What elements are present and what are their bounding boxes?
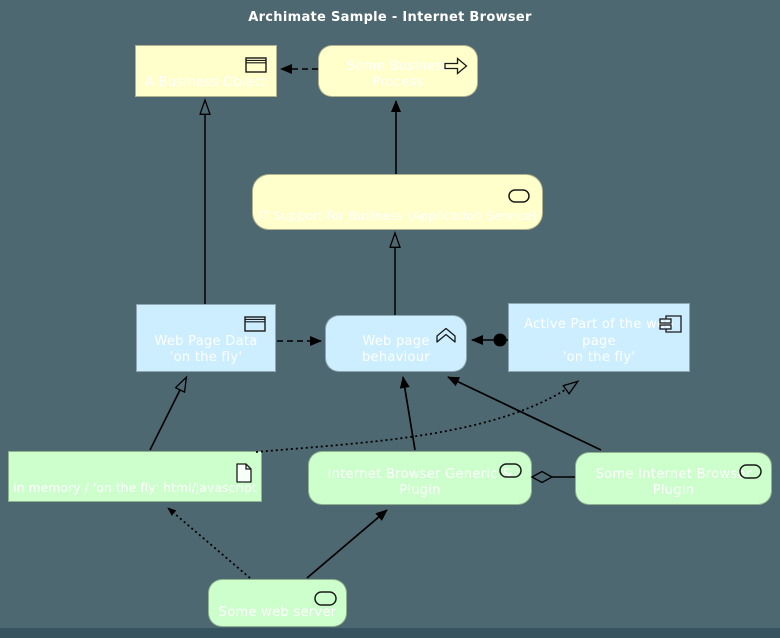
- node-label: Some Business Process: [346, 58, 450, 90]
- node-label: Active Part of the web page 'on the fly': [524, 317, 674, 365]
- assignment-ball: [493, 333, 507, 347]
- artifact-icon: [236, 463, 252, 483]
- rel-server-serves-browser[interactable]: [306, 509, 388, 579]
- node-label: Web Page Data 'on the fly': [154, 333, 258, 365]
- node-browser-plugin[interactable]: Some Internet Browser Plugin: [575, 452, 772, 505]
- component-icon: [659, 315, 682, 333]
- node-business-object[interactable]: A Business Object: [135, 45, 277, 97]
- node-active-part[interactable]: Active Part of the web page 'on the fly': [508, 303, 690, 372]
- node-web-page-behaviour[interactable]: Web page behaviour: [325, 315, 467, 372]
- node-business-process[interactable]: Some Business Process: [318, 45, 478, 97]
- node-internet-browser[interactable]: Internet Browser Generic & Plugin: [308, 451, 532, 505]
- node-label: Some Internet Browser Plugin: [595, 466, 752, 498]
- node-label: A Business Object: [145, 74, 267, 90]
- function-icon: [435, 327, 457, 343]
- node-label: Internet Browser Generic & Plugin: [327, 466, 513, 498]
- node-label: IT Support for Business (Application Ser…: [258, 208, 537, 223]
- rel-plugin-serves-behaviour[interactable]: [447, 376, 602, 451]
- node-application-service[interactable]: IT Support for Business (Application Ser…: [252, 174, 543, 230]
- rel-html-realizes-activepart[interactable]: [255, 382, 577, 453]
- process-icon: [444, 57, 468, 75]
- node-label: in memory / 'on the fly' html/javascript: [13, 480, 257, 495]
- data-object-icon: [244, 316, 266, 332]
- business-object-icon: [245, 57, 267, 73]
- node-web-page-data[interactable]: Web Page Data 'on the fly': [136, 304, 276, 372]
- system-software-icon: [739, 464, 762, 479]
- node-label: Web page behaviour: [362, 333, 430, 365]
- rel-server-accesses-html[interactable]: [167, 507, 251, 579]
- system-software-icon: [314, 591, 337, 606]
- node-label: Some web server: [218, 604, 337, 620]
- diagram-title: Archimate Sample - Internet Browser: [248, 10, 532, 25]
- system-software-icon: [499, 463, 522, 478]
- node-web-server[interactable]: Some web server: [208, 579, 347, 627]
- bottom-strip: [0, 628, 780, 638]
- rel-html-realizes-data[interactable]: [149, 378, 186, 451]
- aggregation-diamond: [530, 470, 554, 484]
- node-in-memory-html[interactable]: in memory / 'on the fly' html/javascript: [8, 451, 262, 502]
- service-icon: [508, 189, 530, 203]
- rel-browser-serves-behaviour[interactable]: [399, 376, 416, 451]
